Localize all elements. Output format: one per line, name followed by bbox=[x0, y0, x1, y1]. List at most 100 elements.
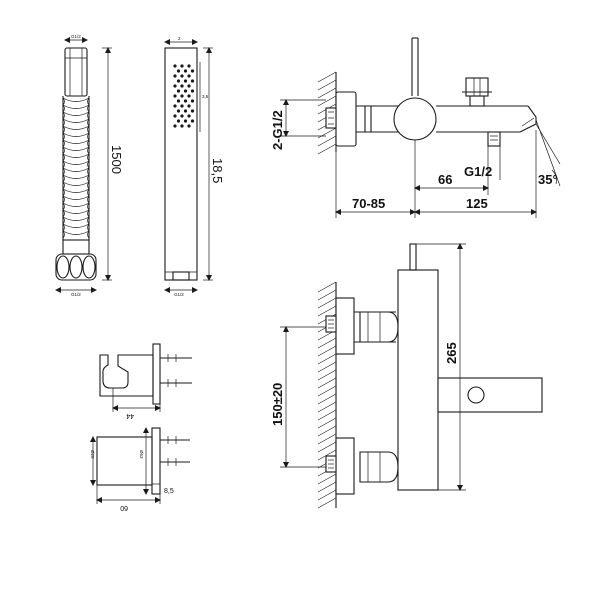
nozzle-dot bbox=[183, 79, 188, 83]
hatch-line bbox=[317, 289, 337, 301]
wall-outlet-body bbox=[96, 436, 153, 486]
nozzle-dot bbox=[180, 84, 184, 88]
hatch-line bbox=[317, 95, 337, 107]
hatch-line bbox=[317, 337, 337, 349]
upper-eccentric bbox=[359, 311, 399, 343]
hose-top-nut bbox=[64, 47, 88, 97]
hose-coil bbox=[62, 209, 90, 218]
nozzle-dot bbox=[187, 124, 191, 128]
nozzle-dot bbox=[187, 104, 191, 108]
center-distance-label: 150±20 bbox=[270, 383, 285, 426]
hose-coil bbox=[62, 132, 90, 141]
nozzle-dot bbox=[173, 94, 177, 98]
outlet-thread-label: G1/2 bbox=[464, 164, 492, 179]
nozzle-dot bbox=[173, 124, 177, 128]
nozzle-dot bbox=[183, 109, 188, 113]
shower-bracket: 44 bbox=[99, 343, 192, 419]
hatch-line bbox=[317, 345, 337, 357]
hatch-line bbox=[317, 369, 337, 381]
mixer-front-view: 150±20 265 bbox=[270, 243, 543, 509]
hatch-line bbox=[317, 449, 337, 461]
hatch-line bbox=[317, 425, 337, 437]
nozzle-dot bbox=[183, 69, 188, 73]
nozzle-dot bbox=[190, 109, 195, 113]
lever-handle bbox=[409, 243, 417, 271]
hose-coil bbox=[62, 118, 90, 127]
offset-label: 66 bbox=[438, 172, 452, 187]
diverter-stem bbox=[469, 95, 485, 107]
nozzle-dot bbox=[173, 114, 177, 118]
nozzle-dot bbox=[183, 99, 188, 103]
mixer-top-view: 2-G1/2 G1/2 35° 66 70-85 125 bbox=[270, 37, 561, 218]
hatch-line bbox=[317, 79, 337, 91]
nozzle-dot bbox=[176, 99, 181, 103]
nozzle-dot bbox=[190, 89, 195, 93]
hatch-line bbox=[317, 497, 337, 509]
nozzle-dot bbox=[187, 94, 191, 98]
hatch-line bbox=[317, 143, 337, 155]
hatch-line bbox=[317, 353, 337, 365]
hose-top-thread-label: G1/2 bbox=[71, 34, 81, 39]
bracket-plate bbox=[152, 343, 161, 405]
nozzle-dot bbox=[176, 119, 181, 123]
angle-label: 35° bbox=[538, 172, 558, 187]
nozzle-dot bbox=[173, 104, 177, 108]
upper-flange bbox=[335, 297, 355, 355]
lower-eccentric bbox=[359, 451, 399, 483]
hose-coil bbox=[62, 181, 90, 190]
hose-coil bbox=[62, 188, 90, 197]
hatch-line bbox=[317, 281, 337, 293]
hose-coil bbox=[62, 125, 90, 134]
nozzle-dot bbox=[176, 79, 181, 83]
hand-shower-length-label: 18,5 bbox=[210, 158, 225, 183]
hose-coil bbox=[62, 111, 90, 120]
mixer-body bbox=[397, 269, 439, 491]
bracket-depth-label: 44 bbox=[126, 412, 134, 419]
hand-shower-bottom-label: G1/2 bbox=[174, 292, 184, 297]
hose-coil bbox=[62, 167, 90, 176]
hand-shower-body bbox=[164, 47, 198, 281]
hose-bottom-nut bbox=[55, 253, 97, 281]
hose-coil bbox=[62, 216, 90, 225]
hatch-line bbox=[317, 377, 337, 389]
nozzle-dot bbox=[180, 74, 184, 78]
hatch-line bbox=[317, 473, 337, 485]
hose-coil bbox=[62, 104, 90, 113]
hose-coil bbox=[62, 139, 90, 148]
hose-coil bbox=[62, 97, 90, 106]
nozzle-dot bbox=[180, 114, 184, 118]
outlet-depth-label: 60 bbox=[120, 504, 128, 511]
nozzle-dot bbox=[187, 74, 191, 78]
hose-bottom-thread-label: G1/2 bbox=[71, 292, 81, 297]
outlet-offset-label: 8,5 bbox=[164, 488, 174, 495]
hose-coil bbox=[62, 146, 90, 155]
nozzle-dot bbox=[183, 119, 188, 123]
hatch-line bbox=[317, 127, 337, 139]
outer-dia-label: Ø28 bbox=[90, 450, 95, 459]
nozzle-dot bbox=[180, 94, 184, 98]
nozzle-dot bbox=[180, 64, 184, 68]
height-label: 265 bbox=[444, 342, 459, 364]
hatch-line bbox=[317, 87, 337, 99]
nozzle-dot bbox=[173, 64, 177, 68]
nozzle-dot bbox=[180, 104, 184, 108]
hatch-line bbox=[317, 305, 337, 317]
hatch-line bbox=[317, 361, 337, 373]
hose-length-label: 1500 bbox=[109, 145, 124, 174]
nozzle-dot bbox=[183, 89, 188, 93]
nozzle-grid bbox=[173, 64, 195, 128]
hand-shower: 2 3,5 G1/2 18,5 bbox=[164, 36, 225, 297]
wall-outlet-plate bbox=[151, 427, 161, 495]
hatch-line bbox=[317, 489, 337, 501]
shower-hose: G1/2 G1/2 1500 bbox=[55, 34, 124, 297]
top-mixer-body bbox=[393, 97, 437, 141]
nozzle-dot bbox=[190, 99, 195, 103]
hatch-line bbox=[317, 71, 337, 83]
shower-outlet-nut bbox=[487, 131, 501, 147]
nozzle-dot bbox=[176, 89, 181, 93]
hatch-line bbox=[317, 385, 337, 397]
nozzle-dot bbox=[190, 69, 195, 73]
hose-coil bbox=[62, 160, 90, 169]
hose-coil bbox=[62, 223, 90, 232]
hose-coil bbox=[62, 174, 90, 183]
